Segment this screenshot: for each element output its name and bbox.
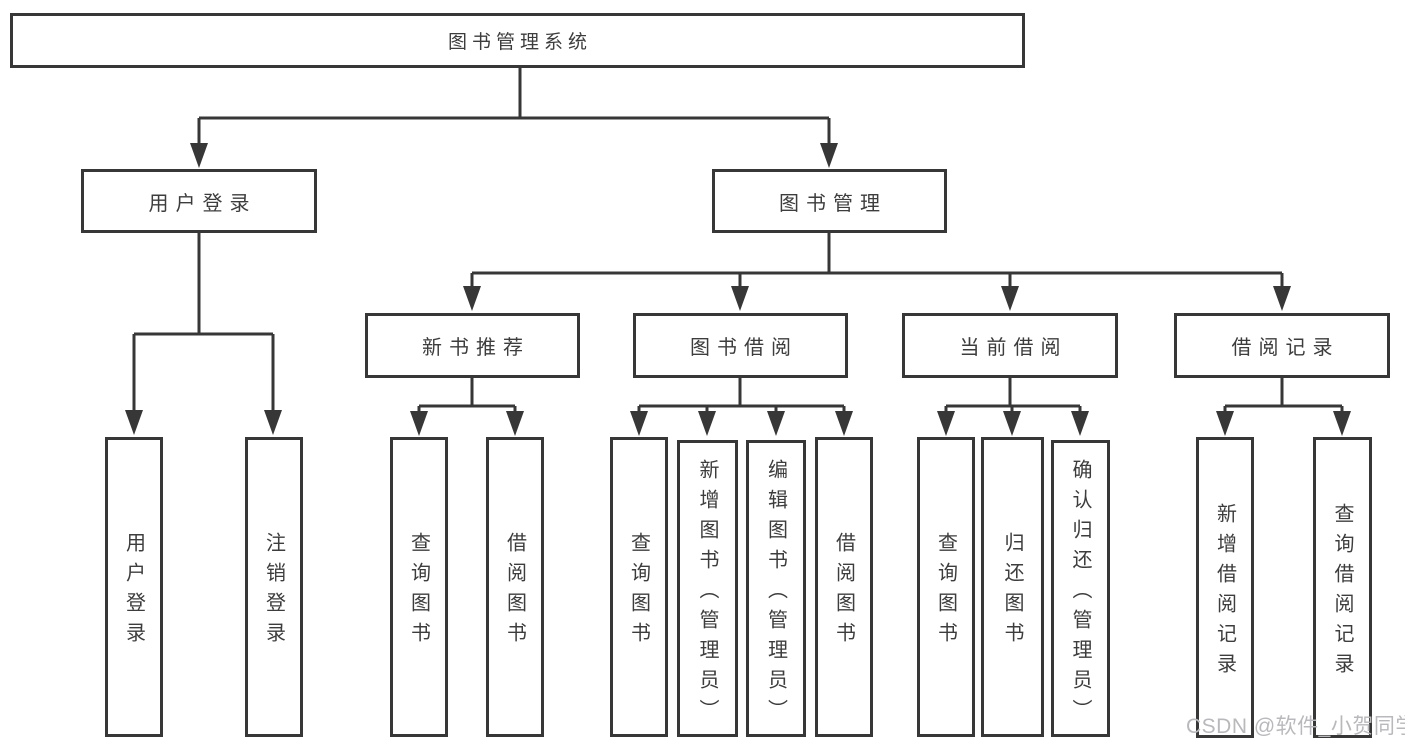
csdn-watermark: CSDN @软件_小贺同学 (1186, 715, 1405, 738)
node-root-system: 图书管理系统 (10, 13, 1025, 68)
leaf-edit-book-admin: 编辑图书（管理员） (746, 440, 806, 737)
tree-edges (132, 68, 1344, 414)
leaf-query-book-1: 查询图书 (390, 437, 448, 737)
leaf-user-login: 用户登录 (105, 437, 163, 737)
node-current-borrow: 当前借阅 (902, 313, 1118, 378)
leaf-logout: 注销登录 (245, 437, 303, 737)
leaf-add-book-admin: 新增图书（管理员） (677, 440, 738, 737)
node-borrow-record: 借阅记录 (1174, 313, 1390, 378)
arrowheads (125, 143, 1351, 436)
node-book-borrow: 图书借阅 (633, 313, 848, 378)
leaf-query-book-3: 查询图书 (917, 437, 975, 737)
leaf-query-book-2: 查询图书 (610, 437, 668, 737)
node-new-book-recommend: 新书推荐 (365, 313, 580, 378)
leaf-query-borrow-record: 查询借阅记录 (1313, 437, 1372, 738)
leaf-confirm-return-admin: 确认归还（管理员） (1051, 440, 1110, 737)
leaf-borrow-book-2: 借阅图书 (815, 437, 873, 737)
leaf-return-book: 归还图书 (981, 437, 1044, 737)
node-book-management: 图书管理 (712, 169, 947, 233)
node-user-login: 用户登录 (81, 169, 317, 233)
leaf-borrow-book-1: 借阅图书 (486, 437, 544, 737)
leaf-add-borrow-record: 新增借阅记录 (1196, 437, 1254, 738)
